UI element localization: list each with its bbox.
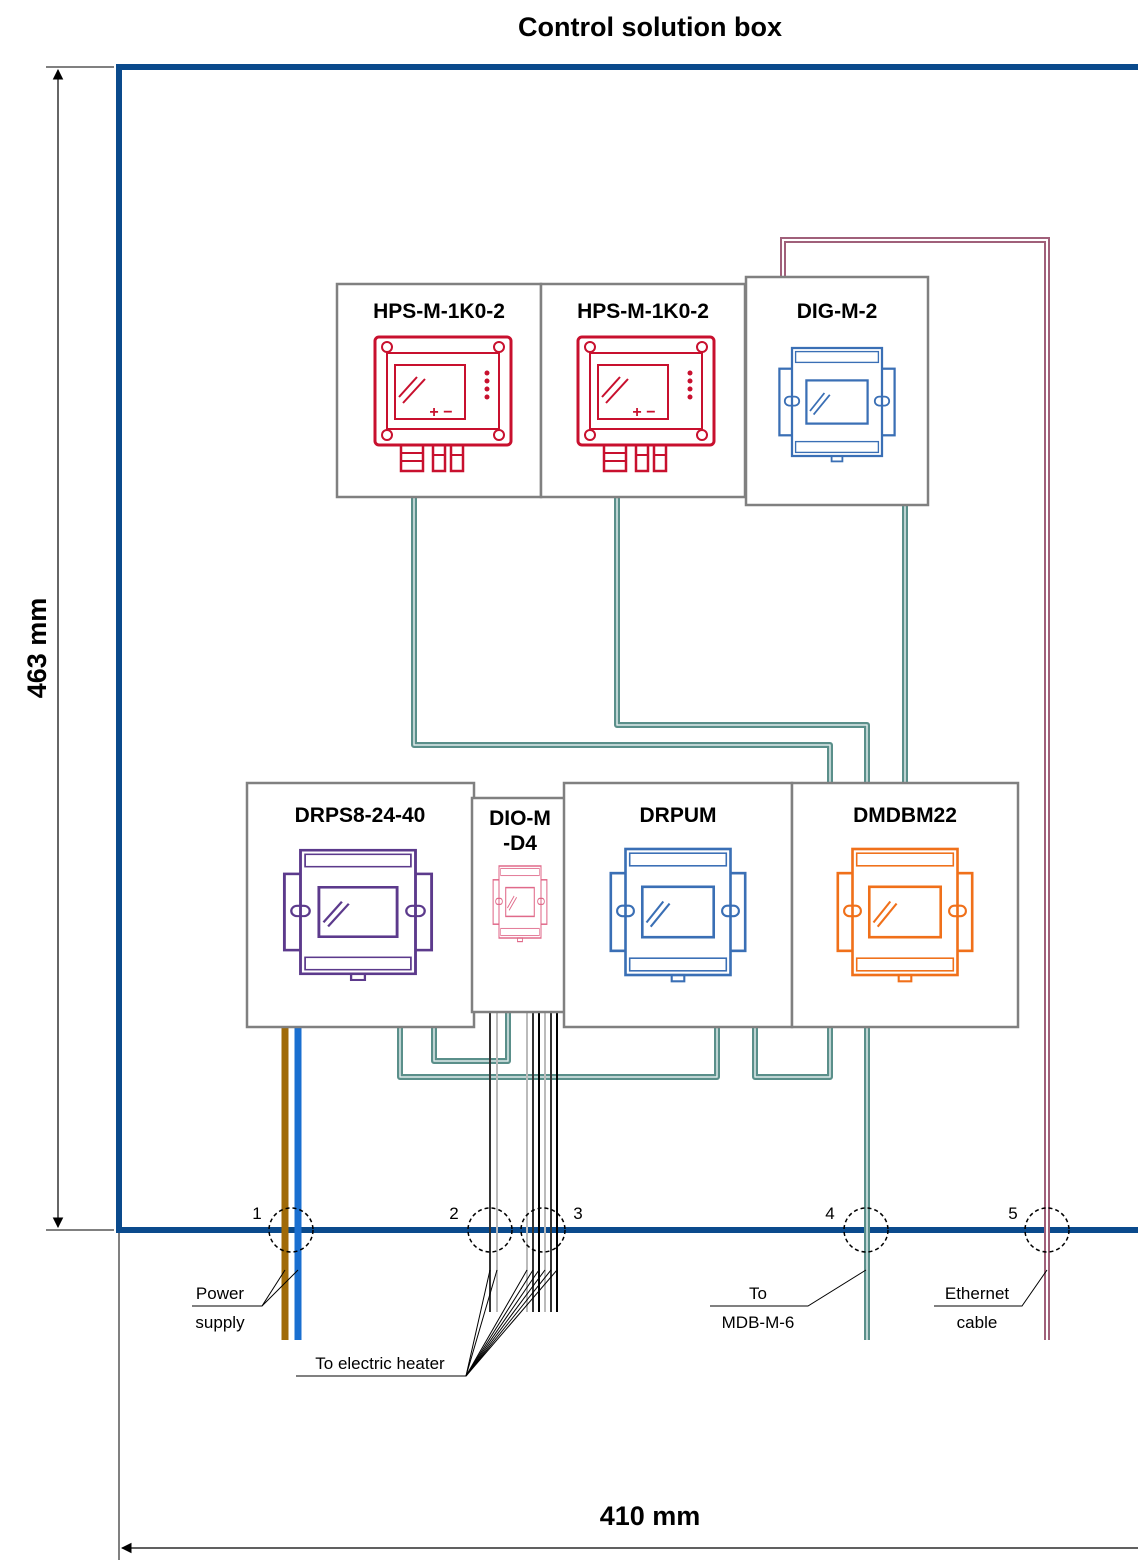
callout-labels: Power supply To electric heater To MDB-M…: [195, 1284, 1009, 1373]
din-module-icon: [836, 847, 974, 983]
entry-number-5: 5: [1008, 1204, 1017, 1223]
mdb-label-2: MDB-M-6: [722, 1313, 795, 1332]
entry-circle-5: [1024, 1207, 1070, 1253]
ethernet-cable: [780, 237, 1050, 1340]
module-dig-label: DIG-M-2: [797, 300, 878, 323]
ethernet-label-2: cable: [957, 1313, 998, 1332]
leader-lines: [192, 1269, 1048, 1377]
cable-entries: [268, 1207, 1070, 1253]
heater-label: To electric heater: [315, 1354, 445, 1373]
height-label: 463 mm: [22, 598, 52, 699]
entry-numbers: 1 2 3 4 5: [252, 1204, 1017, 1223]
height-dimension: 463 mm: [22, 66, 114, 1231]
power-label-1: Power: [196, 1284, 245, 1303]
entry-number-2: 2: [449, 1204, 458, 1223]
entry-circle-4: [843, 1207, 889, 1253]
module-hps-1-label: HPS-M-1K0-2: [373, 300, 505, 323]
module-hps-2: HPS-M-1K0-2: [539, 282, 747, 499]
module-dio: DIO-M -D4: [470, 796, 570, 1014]
module-dmdbm: DMDBM22: [790, 781, 1020, 1029]
module-drpum: DRPUM: [562, 781, 794, 1029]
entry-circle-2: [467, 1207, 513, 1253]
entry-number-4: 4: [825, 1204, 834, 1223]
entry-circle-3: [520, 1207, 566, 1253]
power-label-2: supply: [195, 1313, 245, 1332]
module-drps: DRPS8-24-40: [245, 781, 476, 1029]
module-drps-label: DRPS8-24-40: [295, 804, 426, 827]
module-dmdbm-label: DMDBM22: [853, 804, 957, 827]
entry-circle-1: [268, 1207, 314, 1253]
enclosure-outline: [116, 64, 1138, 1233]
module-hps-1: HPS-M-1K0-2: [335, 282, 543, 499]
din-module-icon: [492, 865, 548, 943]
entry-number-1: 1: [252, 1204, 261, 1223]
din-module-icon: [609, 847, 747, 983]
module-dio-label-2: -D4: [503, 832, 537, 855]
mdb-label-1: To: [749, 1284, 767, 1303]
width-dimension: 410 mm: [118, 1233, 1138, 1560]
ethernet-label-1: Ethernet: [945, 1284, 1010, 1303]
entry-number-3: 3: [573, 1204, 582, 1223]
power-supply-icon: [282, 848, 434, 982]
din-module-icon: [778, 346, 896, 463]
width-label: 410 mm: [600, 1501, 701, 1531]
diagram-title: Control solution box: [518, 12, 782, 42]
module-dig: DIG-M-2: [744, 275, 930, 507]
module-drpum-label: DRPUM: [640, 804, 717, 827]
module-hps-2-label: HPS-M-1K0-2: [577, 300, 709, 323]
module-dio-label-1: DIO-M: [489, 807, 551, 830]
